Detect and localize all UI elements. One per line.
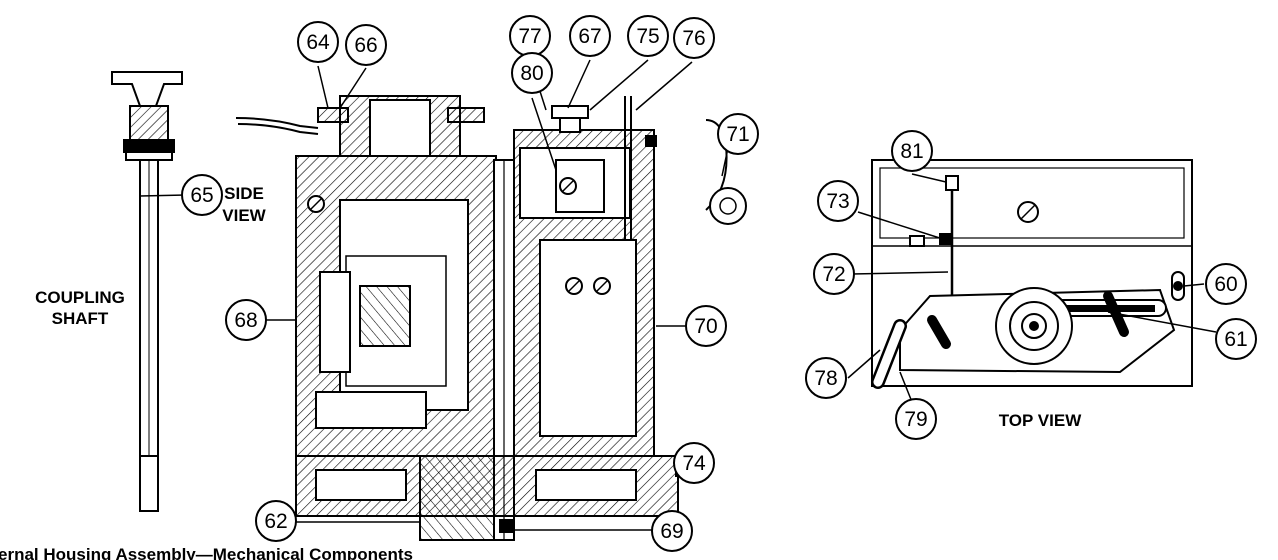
coupling-shaft-drawing [111, 71, 183, 512]
callout-circle [511, 52, 553, 94]
side-view-label-line1: SIDE [224, 184, 264, 203]
callout-circle [805, 357, 847, 399]
callout-78: 78 [814, 367, 837, 390]
callout-64: 64 [306, 31, 330, 54]
callout-circle [181, 174, 223, 216]
view-labels: COUPLING SHAFT SIDE VIEW TOP VIEW [35, 184, 1082, 430]
callout-circle [255, 500, 297, 542]
callout-60: 60 [1214, 273, 1237, 296]
callout-circle [1215, 318, 1257, 360]
callout-70: 70 [694, 315, 717, 338]
callout-68: 68 [234, 309, 257, 332]
callout-circle [569, 15, 611, 57]
callout-circle [1205, 263, 1247, 305]
coupling-shaft-label-line1: COUPLING [35, 288, 125, 307]
figure-caption: ernal Housing Assembly—Mechanical Compon… [0, 545, 413, 560]
callout-circle [813, 253, 855, 295]
callout-circle [297, 21, 339, 63]
callout-circle [651, 510, 693, 552]
callout-numbers: 64 66 77 67 75 76 80 71 65 68 70 62 69 7… [190, 25, 1247, 543]
top-view-label: TOP VIEW [999, 411, 1082, 430]
callout-72: 72 [822, 263, 845, 286]
callout-circle [225, 299, 267, 341]
callout-76: 76 [682, 27, 705, 50]
callout-circle [673, 17, 715, 59]
callout-65: 65 [190, 184, 213, 207]
callout-circle [895, 398, 937, 440]
callout-circles [181, 15, 1257, 552]
callout-80: 80 [520, 62, 543, 85]
callout-69: 69 [660, 520, 683, 543]
callout-circle [673, 442, 715, 484]
callout-circle [817, 180, 859, 222]
callout-62: 62 [264, 510, 287, 533]
callout-74: 74 [682, 452, 706, 475]
callout-61: 61 [1224, 328, 1247, 351]
callout-circle [685, 305, 727, 347]
callout-66: 66 [354, 34, 377, 57]
coupling-shaft-label-line2: SHAFT [52, 309, 109, 328]
callout-circle [345, 24, 387, 66]
callout-77: 77 [518, 25, 541, 48]
callout-circle [627, 15, 669, 57]
callout-75: 75 [636, 25, 659, 48]
callout-73: 73 [826, 190, 849, 213]
side-view-label-line2: VIEW [222, 206, 266, 225]
callout-circle [891, 130, 933, 172]
callout-circle [717, 113, 759, 155]
callout-81: 81 [900, 140, 923, 163]
side-view-housing [235, 95, 747, 541]
callout-67: 67 [578, 25, 601, 48]
callout-71: 71 [726, 123, 749, 146]
callout-79: 79 [904, 408, 927, 431]
